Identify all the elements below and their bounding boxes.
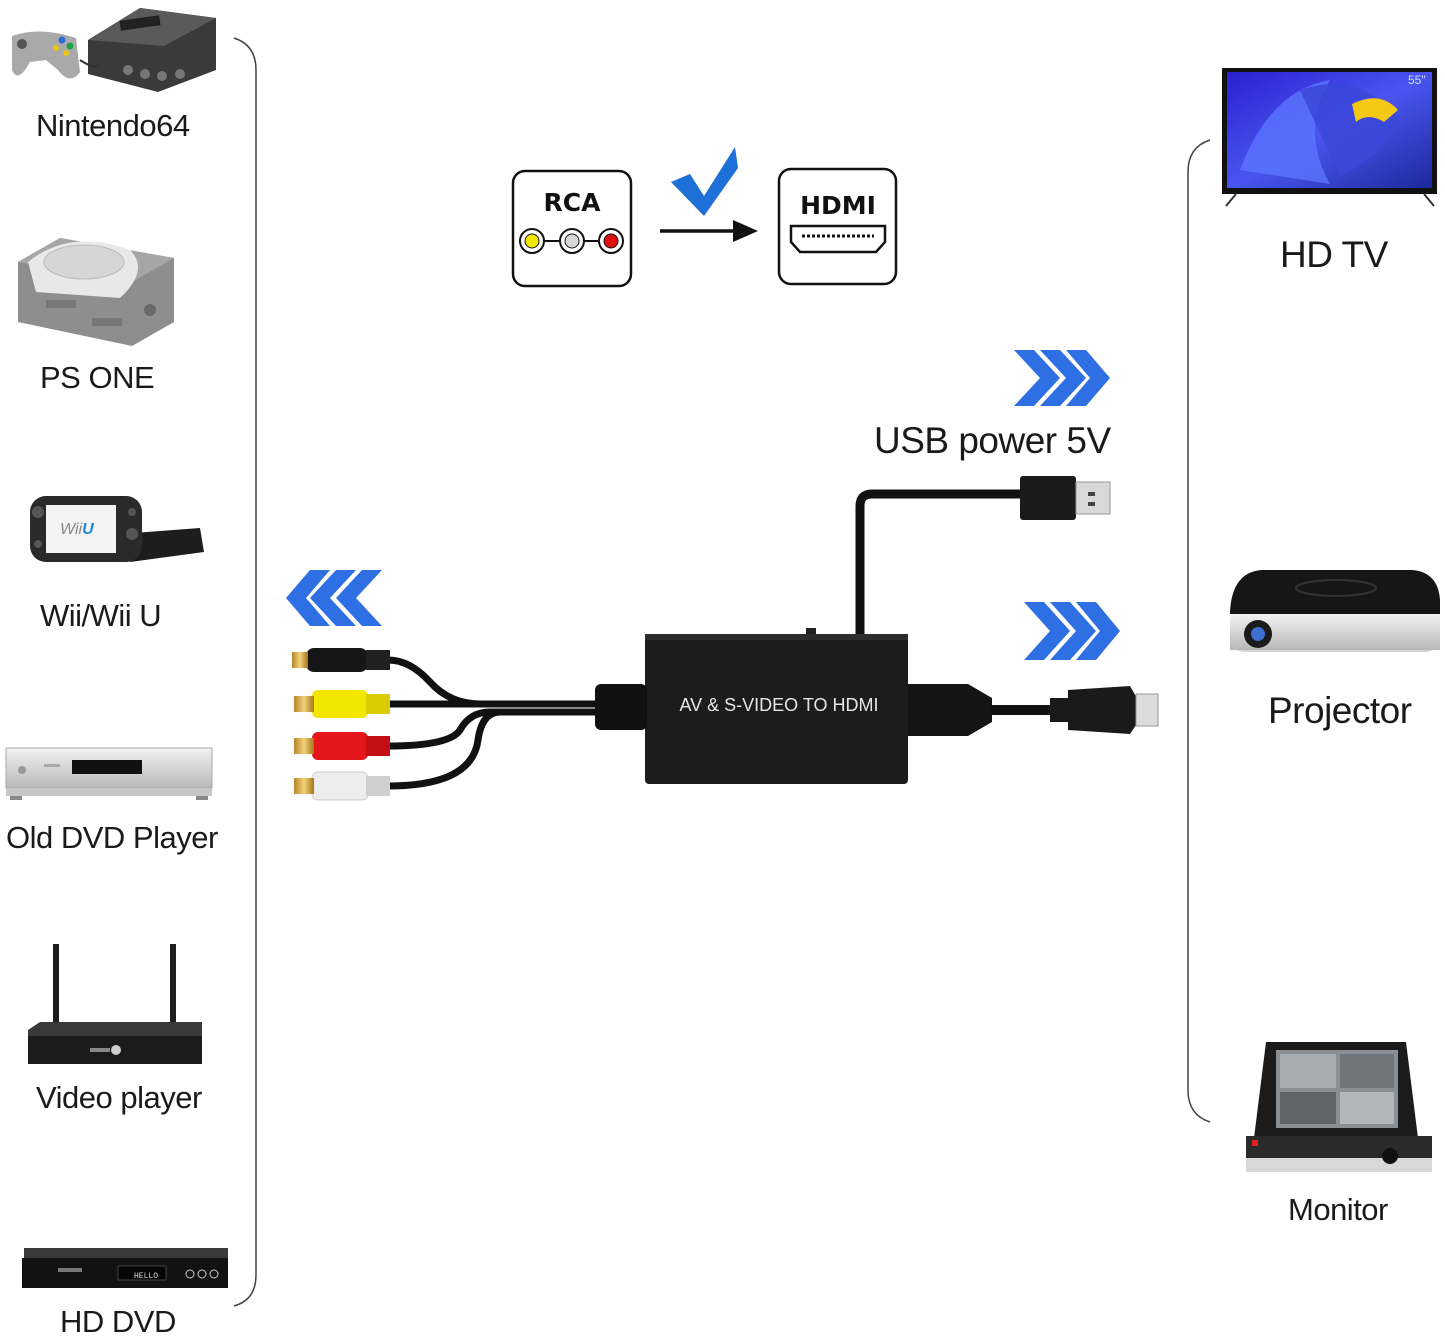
ps-one-console-icon: [18, 238, 174, 346]
rca-jacks-icon: [519, 228, 624, 254]
source-label-wii: Wii/Wii U: [40, 598, 162, 633]
monitor-icon: [1246, 1042, 1432, 1172]
rca-label: RCA: [544, 188, 602, 217]
tv-size-badge: 55": [1408, 73, 1426, 87]
hdmi-port-icon: [789, 224, 887, 254]
rca-plug-yellow: [294, 690, 390, 718]
chevrons-right-usb-icon: [1014, 350, 1110, 406]
dest-label-projector: Projector: [1268, 690, 1412, 731]
usb-power-label: USB power 5V: [874, 420, 1111, 461]
source-label-ps-one: PS ONE: [40, 360, 155, 395]
source-label-nintendo64: Nintendo64: [36, 108, 190, 143]
rca-box: [511, 169, 633, 288]
tv-icon: 55": [1222, 68, 1437, 207]
arrow-right-icon: [660, 220, 758, 242]
rca-plug-red: [294, 732, 390, 760]
hd-dvd-display-text: HELLO: [134, 1272, 158, 1281]
checkmark-icon: [671, 147, 738, 216]
source-label-hd-dvd: HD DVD: [60, 1304, 176, 1339]
chevrons-right-hdmi-icon: [1024, 602, 1120, 660]
right-bracket-line: [1187, 139, 1211, 1123]
dest-label-hd-tv: HD TV: [1280, 234, 1388, 275]
left-bracket-line: [233, 37, 257, 1307]
usb-cable: [855, 476, 1111, 640]
hdmi-label: HDMI: [800, 191, 876, 220]
hdmi-cable: [908, 684, 1159, 736]
wii-u-logo: WiiU: [60, 521, 94, 538]
dest-label-monitor: Monitor: [1288, 1192, 1388, 1227]
source-label-dvd: Old DVD Player: [6, 820, 218, 855]
dvd-player-icon: [5, 747, 213, 800]
converter-box: AV & S-VIDEO TO HDMI: [645, 628, 908, 784]
s-video-plug: [292, 648, 390, 672]
wii-u-console-icon: WiiU: [30, 496, 204, 562]
rca-plug-white: [294, 771, 390, 801]
converter-label: AV & S-VIDEO TO HDMI: [679, 695, 878, 715]
hd-dvd-player-icon: HELLO: [22, 1248, 228, 1288]
projector-icon: [1230, 570, 1440, 652]
video-player-router-icon: [28, 944, 202, 1064]
av-cables: [387, 656, 647, 790]
nintendo64-console-icon: [12, 8, 216, 92]
source-label-video-player: Video player: [36, 1080, 202, 1115]
chevrons-left-av-icon: [286, 570, 382, 626]
hdmi-box: [777, 167, 898, 286]
